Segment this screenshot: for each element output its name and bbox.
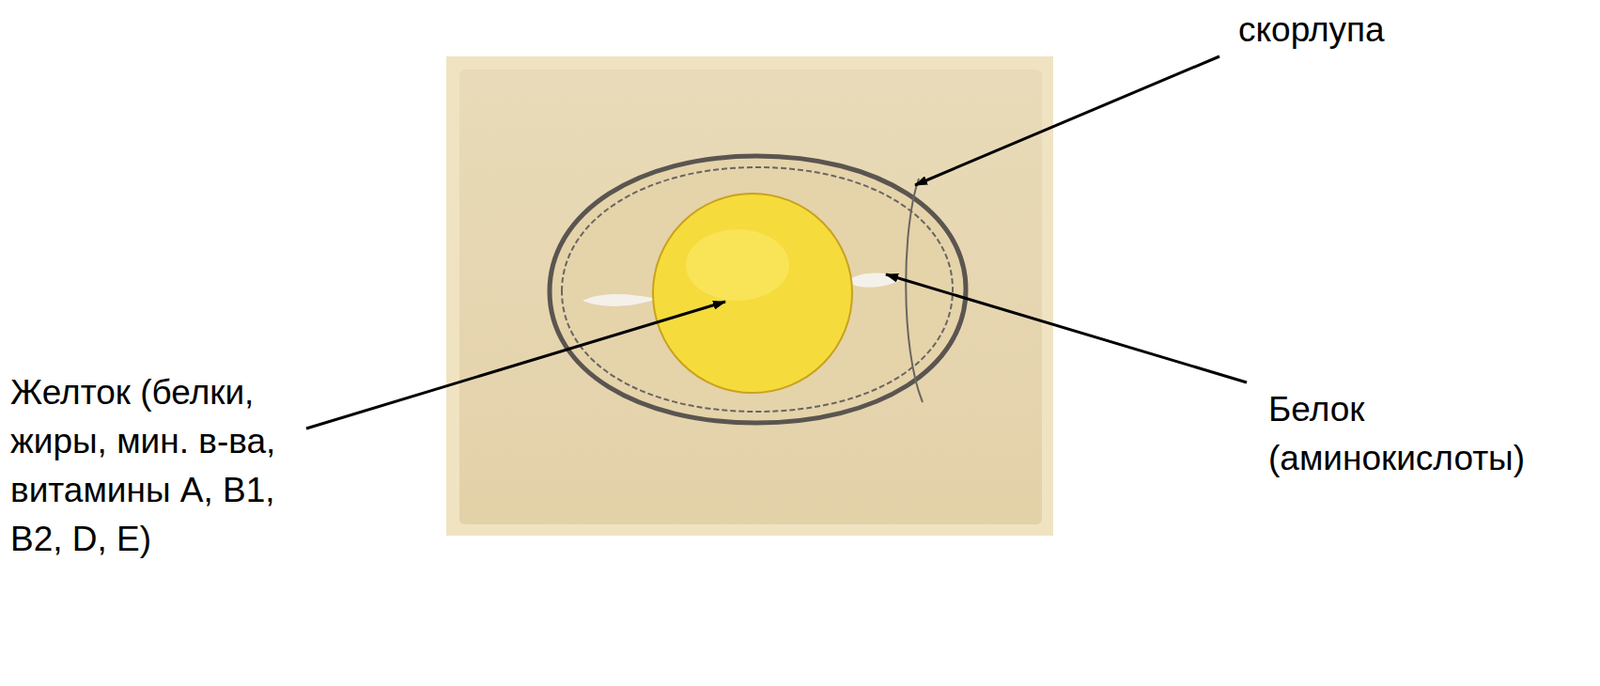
part-label: Белок (аминокислоты) xyxy=(1268,385,1551,483)
yolk-highlight xyxy=(685,229,790,301)
part-label: скорлупа xyxy=(1238,5,1521,55)
shell-membrane xyxy=(561,167,953,412)
yolk xyxy=(652,193,853,393)
leader-line xyxy=(306,301,726,429)
leader-line xyxy=(885,274,1247,383)
leader-line xyxy=(915,56,1220,186)
part-label: Желток (белки, жиры, мин. в-ва, витамины… xyxy=(10,368,293,564)
chalaza xyxy=(845,272,904,287)
egg-shell xyxy=(549,155,966,423)
chalaza xyxy=(582,294,658,307)
picture-ground xyxy=(459,69,1042,525)
air-cell xyxy=(905,178,923,403)
